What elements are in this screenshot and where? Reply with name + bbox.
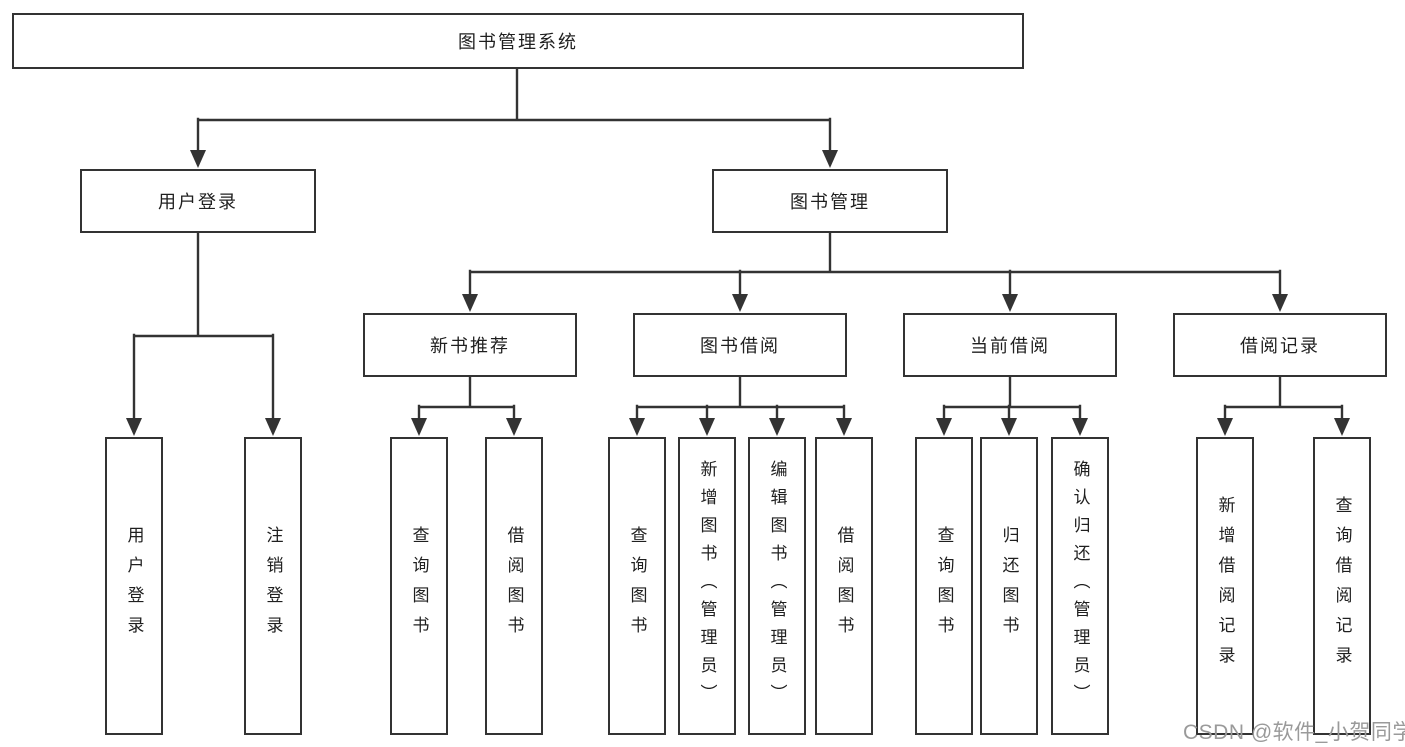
node-leaf-query-books-recommend: 查询图书: [390, 437, 448, 735]
node-leaf-query-books-current: 查询图书: [915, 437, 973, 735]
connector-root-to-level2: [190, 67, 838, 168]
node-leaf-query-books-borrow: 查询图书: [608, 437, 666, 735]
watermark: CSDN @软件_小贺同学: [1183, 721, 1405, 744]
arrowhead-icon: [1217, 418, 1233, 436]
node-current-borrow: 当前借阅: [903, 313, 1117, 377]
arrowhead-icon: [1002, 294, 1018, 312]
node-new-book-recommend: 新书推荐: [363, 313, 577, 377]
node-leaf-add-borrow-record: 新增借阅记录: [1196, 437, 1254, 735]
arrowhead-icon: [126, 418, 142, 436]
arrowhead-icon: [699, 418, 715, 436]
connector-level3-to-leaves: [411, 375, 1350, 436]
node-user-login: 用户登录: [80, 169, 316, 233]
node-book-management: 图书管理: [712, 169, 948, 233]
node-leaf-borrow-books-borrow: 借阅图书: [815, 437, 873, 735]
arrowhead-icon: [1272, 294, 1288, 312]
arrowhead-icon: [1001, 418, 1017, 436]
connector-user-login-to-leaves: [126, 231, 281, 436]
arrowhead-icon: [1334, 418, 1350, 436]
arrowhead-icon: [629, 418, 645, 436]
arrowhead-icon: [506, 418, 522, 436]
arrowhead-icon: [836, 418, 852, 436]
arrowhead-icon: [462, 294, 478, 312]
node-leaf-logout: 注销登录: [244, 437, 302, 735]
node-book-borrow: 图书借阅: [633, 313, 847, 377]
arrowhead-icon: [936, 418, 952, 436]
node-leaf-add-books-admin: 新增图书（管理员）: [678, 437, 736, 735]
arrowhead-icon: [411, 418, 427, 436]
node-leaf-user-login: 用户登录: [105, 437, 163, 735]
arrowhead-icon: [822, 150, 838, 168]
node-leaf-confirm-return-admin: 确认归还（管理员）: [1051, 437, 1109, 735]
node-root: 图书管理系统: [12, 13, 1024, 69]
node-leaf-query-borrow-record: 查询借阅记录: [1313, 437, 1371, 735]
arrowhead-icon: [265, 418, 281, 436]
node-borrow-records: 借阅记录: [1173, 313, 1387, 377]
node-leaf-edit-books-admin: 编辑图书（管理员）: [748, 437, 806, 735]
arrowhead-icon: [190, 150, 206, 168]
arrowhead-icon: [1072, 418, 1088, 436]
arrowhead-icon: [769, 418, 785, 436]
node-leaf-return-books: 归还图书: [980, 437, 1038, 735]
node-leaf-borrow-books-recommend: 借阅图书: [485, 437, 543, 735]
connector-book-management-to-level3: [462, 231, 1288, 312]
arrowhead-icon: [732, 294, 748, 312]
